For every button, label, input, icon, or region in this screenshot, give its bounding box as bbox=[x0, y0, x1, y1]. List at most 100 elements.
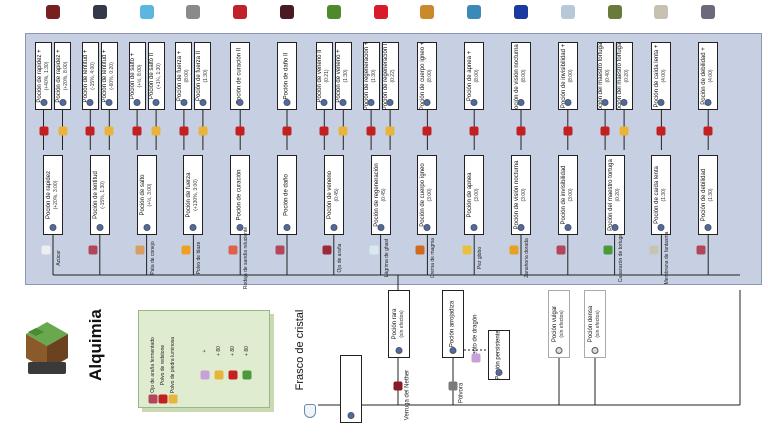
base-potion-box-text: Poción de visión nocturna(3:00) bbox=[514, 161, 528, 230]
upgrade-potion-box: Poción de visión nocturna +(8:00) bbox=[511, 42, 531, 110]
upgrade-potion-box: Poción de cuerpo ígneo +(8:00) bbox=[417, 42, 438, 110]
base-potion-box: Poción de visión nocturna(3:00) bbox=[511, 155, 531, 235]
awkward-potion-box-title: Poción rara bbox=[392, 308, 398, 340]
upgrade-potion-box-text: Poción de rapidez +(+40%, 1:30) bbox=[37, 49, 51, 102]
redstone-dust-icon bbox=[319, 126, 329, 136]
base-potion-box-title: Poción de curación bbox=[236, 169, 243, 221]
redstone-dust-icon bbox=[563, 126, 573, 136]
base-potion-box-title: Poción de invisibilidad bbox=[560, 165, 567, 225]
base-potion-box-text: Poción de rapidez(+20%, 3:00) bbox=[46, 171, 60, 219]
base-potion-box: Poción de fuerza(+130%, 3:00) bbox=[183, 155, 204, 235]
upgrade-potion-box-bottle-icon bbox=[704, 99, 712, 106]
upgrade-potion-box: Poción de caída lenta +(4:00) bbox=[651, 42, 672, 110]
upgrade-potion-box-duration: (0:21) bbox=[324, 69, 331, 83]
base-potion-box: Poción de regeneración(0:45) bbox=[370, 155, 391, 235]
speed-icon bbox=[46, 5, 60, 19]
upgrade-potion-box-title: Poción de lentitud + bbox=[102, 49, 109, 103]
upgrade-potion-box-bottle-icon bbox=[339, 99, 347, 106]
upgrade-potion-box-title: Poción de lentitud + bbox=[83, 49, 90, 103]
base-potion-box-bottle-icon bbox=[330, 224, 338, 231]
upgrade-potion-box: Poción de regeneración +(1:30) bbox=[362, 42, 380, 110]
glowstone-dust-icon bbox=[151, 126, 161, 136]
base-potion-box-title: Poción de debilidad bbox=[701, 168, 708, 222]
ingredient-icon bbox=[415, 245, 425, 255]
nether-wart-icon bbox=[393, 381, 403, 391]
ingredient-label: Caparazón de tortuga bbox=[617, 233, 624, 283]
base-potion-box-bottle-icon bbox=[96, 224, 104, 231]
upgrade-potion-box-bottle-icon bbox=[601, 99, 609, 106]
base-potion-box-text: Poción del maestro tortuga(0:20) bbox=[608, 159, 622, 231]
base-potion-box-duration: (1:30) bbox=[708, 188, 715, 202]
turtle-master-icon bbox=[607, 5, 622, 19]
upgrade-potion-box: Poción de fuerza +(8:00) bbox=[175, 42, 193, 110]
poison-icon bbox=[326, 5, 341, 19]
base-potion-box-bottle-icon bbox=[564, 224, 572, 231]
upgrade-potion-box: Poción de apnea +(8:00) bbox=[464, 42, 485, 110]
ingredient-label: Pata de conejo bbox=[149, 241, 156, 275]
splash-potion-box-bottle-icon bbox=[449, 347, 457, 354]
legend-label: Polvo de piedra luminosa bbox=[170, 336, 176, 394]
upgrade-potion-box: Poción de regeneración II(0:22) bbox=[381, 42, 399, 110]
base-potion-box-duration: (+20%, 3:00) bbox=[53, 180, 59, 210]
base-potion-box-text: Poción de veneno(0:45) bbox=[327, 171, 341, 219]
awkward-potion-box: Poción rara(sin efectos) bbox=[388, 290, 410, 358]
base-potion-box-text: Poción de invisibilidad(3:00) bbox=[561, 165, 575, 224]
thick-potion-box-bottle-icon bbox=[591, 347, 599, 354]
base-potion-box-duration: (-15%, 1:30) bbox=[99, 181, 106, 209]
base-potion-box-title: Poción de regeneración bbox=[373, 163, 380, 227]
lingering-potion-box-bottle-icon bbox=[495, 369, 503, 376]
ingredient-label: Crema de magma bbox=[430, 237, 437, 279]
upgrade-potion-box-bottle-icon bbox=[657, 99, 665, 106]
ingredient-icon bbox=[88, 245, 98, 255]
night-vision-icon bbox=[514, 5, 528, 19]
healing-icon bbox=[233, 5, 248, 19]
redstone-dust-icon bbox=[366, 126, 376, 136]
upgrade-potion-box-text: Poción de salto II(+1¼, 1:30) bbox=[149, 53, 163, 99]
upgrade-potion-box: Poción de invisibilidad +(8:00) bbox=[557, 42, 578, 110]
legend-sample-value: + bbox=[202, 349, 208, 353]
upgrade-potion-box: Poción de salto +(+½, 8:00) bbox=[128, 42, 146, 110]
logo-text: MINECRAFT WIKI bbox=[26, 379, 68, 385]
ingredient-icon bbox=[649, 245, 659, 255]
upgrade-potion-box-bottle-icon bbox=[423, 99, 431, 106]
upgrade-potion-box-title: Poción de salto II bbox=[149, 52, 156, 100]
slow-falling-icon bbox=[654, 5, 669, 19]
base-potion-box: Poción de debilidad(1:30) bbox=[698, 155, 719, 235]
upgrade-potion-box: Poción de fuerza II(1:30) bbox=[194, 42, 212, 110]
upgrade-potion-box-text: Poción de lentitud +(-15%, 4:00) bbox=[83, 50, 97, 103]
awkward-potion-box-bottle-icon bbox=[395, 347, 403, 354]
glowstone-dust-icon bbox=[338, 126, 348, 136]
upgrade-potion-box-text: Poción de rapidez +(+20%, 8:00) bbox=[56, 49, 70, 102]
ingredient-icon bbox=[228, 245, 238, 255]
upgrade-potion-box-bottle-icon bbox=[105, 99, 113, 106]
glowstone-dust-icon bbox=[168, 394, 178, 404]
redstone-dust-icon bbox=[600, 126, 610, 136]
upgrade-potion-box-title: Poción de debilidad + bbox=[701, 47, 708, 105]
base-potion-box-title: Poción de fuerza bbox=[186, 172, 193, 218]
upgrade-potion-box-text: Poción de curación II bbox=[237, 48, 244, 104]
base-potion-box-text: Poción de cuerpo ígneo(3:00) bbox=[420, 163, 434, 226]
legend-sample-icon bbox=[228, 370, 238, 380]
upgrade-potion-box: Poción de debilidad +(4:00) bbox=[698, 42, 719, 110]
base-potion-box-duration: (3:00) bbox=[427, 188, 434, 202]
upgrade-potion-box-bottle-icon bbox=[517, 99, 525, 106]
redstone-dust-icon bbox=[235, 126, 245, 136]
fire-resistance-icon bbox=[420, 5, 435, 19]
upgrade-potion-box-text: Poción de fuerza +(8:00) bbox=[177, 51, 191, 101]
base-potion-box-text: Poción de lentitud(-15%, 1:30) bbox=[93, 171, 107, 219]
upgrade-potion-box-text: Poción de apnea +(8:00) bbox=[467, 51, 481, 101]
thick-potion-box-text: Poción densa(sin efectos) bbox=[588, 306, 602, 342]
upgrade-potion-box-bottle-icon bbox=[564, 99, 572, 106]
upgrade-potion-box: Poción del maestro tortuga II(0:20) bbox=[615, 42, 633, 110]
base-potion-box-text: Poción de salto(+½, 3:00) bbox=[140, 174, 154, 215]
glowstone-dust-icon bbox=[104, 126, 114, 136]
awkward-potion-box-duration: (sin efectos) bbox=[399, 310, 405, 338]
water-bottle-box-bottle-icon bbox=[347, 412, 355, 419]
glowstone-dust-icon bbox=[385, 126, 395, 136]
redstone-dust-icon bbox=[656, 126, 666, 136]
base-potion-box-duration: (0:45) bbox=[380, 188, 387, 202]
base-potion-box-title: Poción de visión nocturna bbox=[514, 160, 520, 230]
ingredient-label: Azúcar bbox=[56, 250, 62, 266]
upgrade-potion-box-title: Poción de fuerza + bbox=[176, 50, 183, 102]
